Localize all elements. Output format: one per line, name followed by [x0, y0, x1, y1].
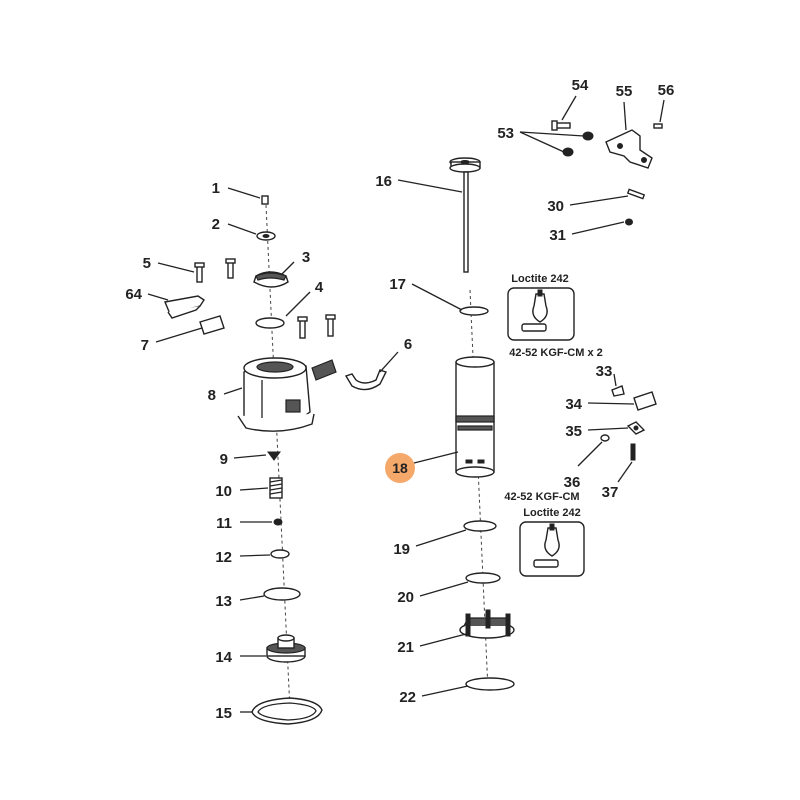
label-16: 16: [375, 173, 392, 190]
center-assembly: [449, 157, 515, 691]
label-33: 33: [596, 363, 613, 380]
part-20-ring: [465, 572, 501, 584]
label-35: 35: [565, 423, 582, 440]
label-22: 22: [399, 689, 416, 706]
label-54: 54: [572, 77, 589, 94]
label-19: 19: [393, 541, 410, 558]
part-22-ring: [465, 677, 515, 691]
label-15: 15: [215, 705, 232, 722]
part-31-nut: [625, 218, 633, 226]
part-8-housing: [237, 357, 315, 432]
loctite-top-torque: 42-52 KGF-CM x 2: [509, 347, 603, 359]
part-6-pad: [311, 359, 337, 381]
part-35-link: [626, 421, 646, 435]
label-1: 1: [212, 180, 220, 197]
right-small-parts: [600, 385, 657, 461]
label-55: 55: [616, 83, 633, 100]
label-14: 14: [215, 649, 232, 666]
part-4-o-ring: [255, 317, 285, 329]
label-8: 8: [208, 387, 216, 404]
label-36: 36: [564, 474, 581, 491]
part-1-screw: [261, 195, 269, 205]
loctite-top-title: Loctite 242: [511, 273, 568, 285]
label-53: 53: [497, 125, 514, 142]
label-21: 21: [397, 639, 414, 656]
loctite-bottom-title: Loctite 242: [523, 507, 580, 519]
part-labels: 1 2 3 4 5 64 7 6 8 9 10 11 12 13 14 15 1…: [125, 77, 674, 722]
label-56: 56: [658, 82, 675, 99]
part-14-valve-body: [266, 634, 306, 663]
label-64: 64: [125, 286, 142, 303]
part-64-bracket: [164, 295, 205, 319]
label-37: 37: [602, 484, 619, 501]
part-12-ring: [270, 549, 290, 559]
label-31: 31: [549, 227, 566, 244]
label-20: 20: [397, 589, 414, 606]
part-37-bolt: [630, 443, 636, 461]
label-12: 12: [215, 549, 232, 566]
label-11: 11: [216, 515, 232, 532]
leader-lines: [147, 95, 665, 713]
label-6: 6: [404, 336, 412, 353]
label-10: 10: [215, 483, 232, 500]
label-4: 4: [315, 279, 324, 296]
label-5: 5: [143, 255, 151, 272]
part-5-bolts: [194, 258, 336, 339]
part-6-clip: [344, 369, 387, 391]
part-17-ring: [459, 306, 489, 316]
part-10-spring: [269, 477, 283, 499]
part-18-cylinder: [455, 356, 495, 478]
label-7: 7: [141, 337, 149, 354]
label-13: 13: [215, 593, 232, 610]
part-36-nut: [600, 434, 610, 442]
part-13-o-ring: [263, 587, 301, 601]
label-9: 9: [220, 451, 228, 468]
part-9-cone: [267, 451, 281, 461]
label-17: 17: [389, 276, 406, 293]
linkage-assembly: [551, 120, 663, 226]
part-55-lever: [605, 129, 653, 169]
highlight-18-marker: [385, 453, 415, 483]
loctite-bottom-torque: 42-52 KGF-CM: [504, 491, 579, 503]
left-assembly: [164, 195, 387, 725]
loctite-note-top: Loctite 242 42-52 KGF-CM x 2: [507, 273, 603, 359]
part-19-ring: [463, 520, 497, 532]
label-18: 18: [392, 460, 408, 476]
part-56-screw: [653, 123, 663, 129]
part-34-plate: [633, 391, 657, 411]
part-15-gasket: [251, 697, 323, 725]
part-33-clip: [611, 385, 625, 397]
part-30-pin: [626, 188, 646, 200]
loctite-note-bottom: 42-52 KGF-CM Loctite 242: [504, 491, 585, 577]
part-16-rod: [449, 157, 481, 273]
part-21-cage: [459, 609, 515, 639]
label-30: 30: [547, 198, 564, 215]
label-3: 3: [302, 249, 310, 266]
label-34: 34: [565, 396, 582, 413]
label-2: 2: [212, 216, 220, 233]
part-11-nut: [273, 518, 283, 526]
part-3-knurled-nut: [253, 271, 289, 288]
part-7-pad: [199, 315, 225, 335]
part-54-pin: [551, 120, 571, 131]
part-2-washer: [256, 231, 276, 241]
